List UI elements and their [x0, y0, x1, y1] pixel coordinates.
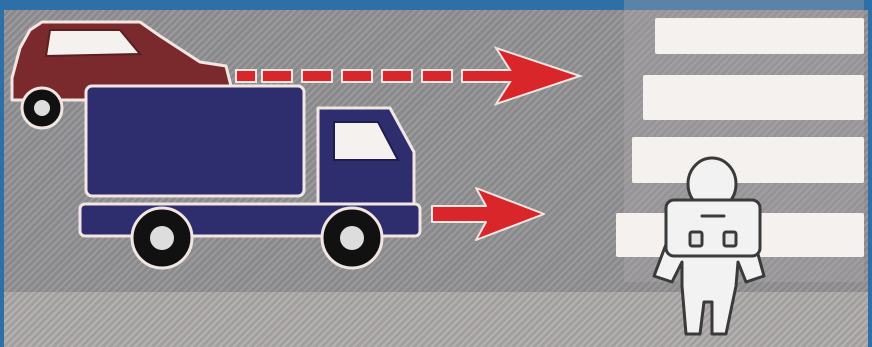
truck-icon: [80, 86, 420, 268]
pedestrian-with-backpack-icon: [654, 158, 764, 334]
arrow-icon: [432, 188, 544, 240]
